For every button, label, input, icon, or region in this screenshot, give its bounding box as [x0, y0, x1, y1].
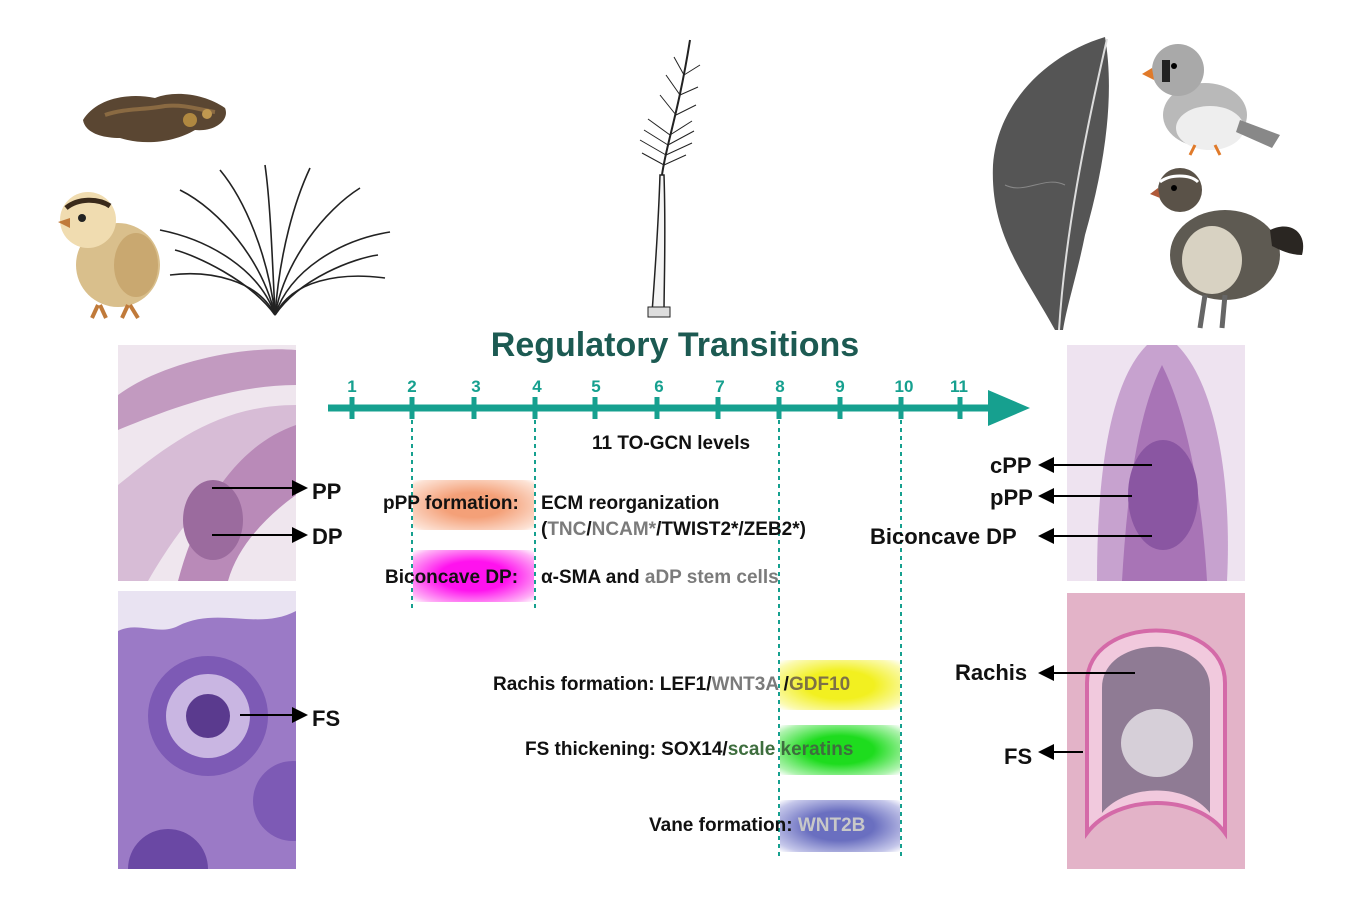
ppp-box	[413, 480, 534, 530]
fs-label: FS thickening: SOX14/	[525, 739, 728, 760]
ppp-gene-rest: /TWIST2*/ZEB2*)	[656, 519, 806, 540]
level-2: 2	[407, 377, 417, 396]
rachis-label: Rachis formation: LEF1/	[493, 674, 712, 695]
ppp-paren: (	[541, 519, 548, 540]
label-pp: PP	[312, 479, 342, 504]
ppp-text: ECM reorganization	[541, 493, 720, 514]
label-fs-left: FS	[312, 706, 341, 731]
diagram-title: Regulatory Transitions	[490, 326, 860, 364]
rachis-row: Rachis formation: LEF1/WNT3A /GDF10	[493, 674, 850, 696]
level-1: 1	[347, 377, 357, 396]
label-rachis: Rachis	[955, 660, 1028, 685]
ppp-sep: /	[586, 519, 592, 540]
bdp-text-main: α-SMA and	[541, 567, 645, 588]
vane-box	[780, 800, 900, 852]
vane-gene: WNT2B	[792, 815, 866, 836]
histology-left-top	[118, 345, 296, 581]
axis-caption: 11 TO-GCN levels	[592, 433, 751, 454]
fs-box	[780, 725, 900, 775]
level-7: 7	[715, 377, 725, 396]
ppp-gene-ncam: NCAM*	[591, 519, 657, 540]
label-cpp: cPP	[990, 453, 1032, 478]
bdp-label: Biconcave DP:	[385, 567, 519, 588]
quail-illustration	[1150, 168, 1304, 329]
fossil-specimen-image	[83, 93, 226, 143]
filamentous-feather-illustration	[639, 39, 701, 318]
chick-illustration	[58, 192, 160, 320]
vane-label: Vane formation:	[649, 815, 793, 836]
vane-row: Vane formation: WNT2B	[649, 815, 865, 837]
label-biconcave-dp: Biconcave DP	[870, 524, 1017, 549]
ppp-label: pPP formation:	[383, 493, 519, 514]
rachis-gene-wnt3a: WNT3A	[711, 674, 779, 695]
ppp-gene-tnc: TNC	[547, 519, 587, 540]
histology-right-top	[1067, 345, 1245, 581]
level-6: 6	[654, 377, 664, 396]
rachis-gene-gdf10: GDF10	[788, 674, 851, 695]
label-ppp: pPP	[990, 485, 1033, 510]
contour-feather-illustration	[992, 37, 1109, 331]
level-4: 4	[532, 377, 542, 396]
histology-left-bottom	[118, 591, 296, 869]
level-9: 9	[835, 377, 845, 396]
level-8: 8	[775, 377, 785, 396]
level-11: 11	[950, 377, 968, 396]
label-fs-right: FS	[1004, 744, 1033, 769]
label-dp: DP	[312, 524, 343, 549]
down-feather-illustration	[159, 164, 391, 316]
ppp-genes: (TNC/NCAM*/TWIST2*/ZEB2*)	[541, 519, 806, 541]
zebra-finch-illustration	[1142, 44, 1280, 156]
rachis-sep: /	[778, 674, 789, 695]
rachis-box	[780, 660, 900, 710]
bdp-genes: aDP stem cells	[644, 567, 779, 588]
bdp-box	[413, 550, 534, 602]
bdp-text: α-SMA and aDP stem cells	[541, 567, 779, 589]
fs-row: FS thickening: SOX14/scale keratins	[525, 739, 853, 761]
fs-genes: scale keratins	[727, 739, 854, 760]
level-5: 5	[591, 377, 601, 396]
level-3: 3	[471, 377, 481, 396]
level-10: 10	[894, 377, 914, 396]
histology-right-bottom	[1067, 593, 1245, 869]
